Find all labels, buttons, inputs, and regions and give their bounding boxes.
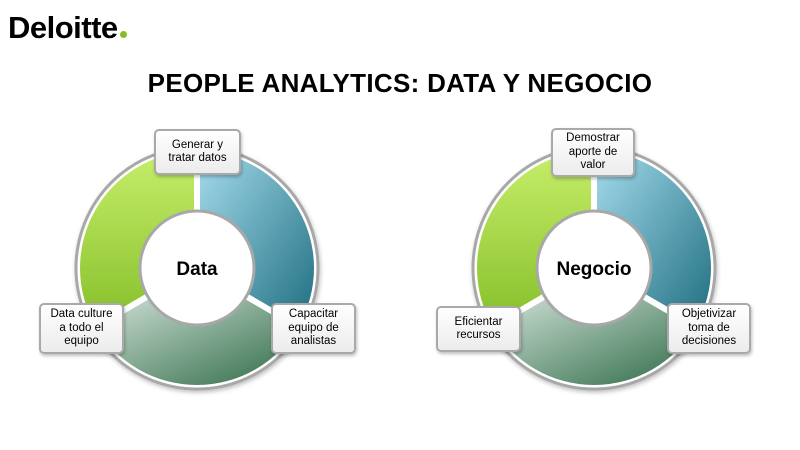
- segment-teal: [492, 295, 696, 385]
- center-label: Data: [176, 259, 218, 280]
- center-circle: [138, 209, 256, 327]
- callout-right: Capacitar equipo de analistas: [271, 303, 356, 354]
- callout-left: Eficientar recursos: [436, 306, 521, 352]
- logo-text: Deloitte: [8, 10, 118, 45]
- callout-left: Data culture a todo el equipo: [39, 303, 124, 354]
- cycle-diagram-data: Data: [74, 145, 320, 391]
- segment-green: [477, 151, 594, 327]
- segment-teal: [95, 295, 299, 385]
- callout-top: Generar y tratar datos: [154, 129, 241, 175]
- segment-green: [80, 151, 197, 327]
- center-label: Negocio: [557, 259, 632, 280]
- page-title: PEOPLE ANALYTICS: DATA Y NEGOCIO: [147, 68, 653, 98]
- logo-dot-icon: [119, 31, 127, 38]
- cycle-diagram-negocio: Negocio: [471, 145, 717, 391]
- deloitte-logo: Deloitte: [8, 10, 127, 46]
- segment-blue: [197, 151, 314, 327]
- segment-blue: [594, 151, 711, 327]
- callout-top: Demostrar aporte de valor: [551, 128, 635, 177]
- center-circle: [535, 209, 653, 327]
- callout-right: Objetivizar toma de decisiones: [667, 303, 751, 354]
